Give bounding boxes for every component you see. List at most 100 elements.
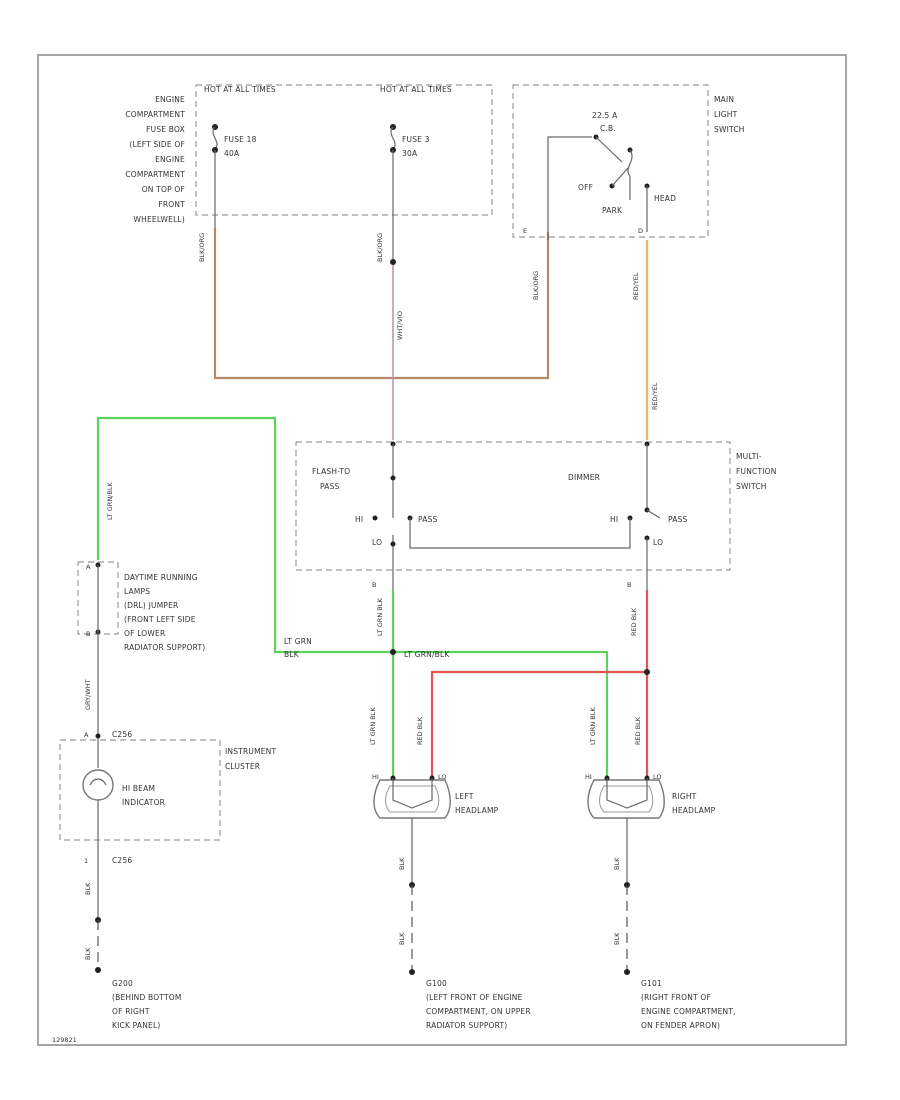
svg-text:G100: G100 [426,979,447,988]
svg-text:(DRL) JUMPER: (DRL) JUMPER [124,601,178,610]
instrument-cluster-outline [59,739,221,841]
main-light-switch-label: MAIN LIGHT SWITCH [714,95,745,134]
wire-label-violet: WHT/VIO [396,311,404,340]
red-lh-wire [430,670,647,778]
main-light-switch-outline [512,84,709,238]
left-headlamp-label: LEFT HEADLAMP [455,792,499,815]
svg-text:ENGINE: ENGINE [155,155,185,164]
svg-text:HEADLAMP: HEADLAMP [455,806,499,815]
flash-pass-label: PASS [320,482,340,491]
svg-text:RADIATOR SUPPORT): RADIATOR SUPPORT) [124,643,205,652]
green-rh-wire [393,650,609,778]
svg-text:RADIATOR SUPPORT): RADIATOR SUPPORT) [426,1021,507,1030]
pin-b2: B [627,581,631,589]
hi-beam-indicator-label: HI BEAM INDICATOR [122,784,165,807]
svg-text:CLUSTER: CLUSTER [225,762,260,771]
lo-right-label: LO [653,538,663,547]
dimmer-label: DIMMER [568,473,600,482]
svg-text:OF RIGHT: OF RIGHT [112,1007,150,1016]
pass-right-label: PASS [668,515,688,524]
instrument-cluster-label: INSTRUMENT CLUSTER [225,747,276,771]
wire-label-g200: BLK [84,947,92,960]
svg-text:COMPARTMENT: COMPARTMENT [125,170,185,179]
right-headlamp [587,775,665,819]
svg-text:FUSE 3: FUSE 3 [402,135,430,144]
svg-text:ON TOP OF: ON TOP OF [142,185,185,194]
svg-text:FRONT: FRONT [158,200,185,209]
svg-text:40A: 40A [224,149,240,158]
right-headlamp-label: RIGHT HEADLAMP [672,792,716,815]
wire-label-g-rh: BLK [613,857,621,870]
svg-text:30A: 30A [402,149,418,158]
drl-jumper-label: DAYTIME RUNNING LAMPS (DRL) JUMPER (FRON… [124,573,205,652]
blk-label: BLK [284,650,300,659]
drl-pin-b: B [86,630,90,638]
fuse-18: FUSE 18 40A [212,124,257,228]
svg-text:INSTRUMENT: INSTRUMENT [225,747,276,756]
c256-top-pin: A [84,731,89,739]
pin-d: D [638,227,643,235]
flash-to-pass-label: FLASH-TO [312,467,350,476]
svg-text:ENGINE: ENGINE [155,95,185,104]
wire-label-orange: RED/YEL [651,382,659,410]
wire-label-g-rh2: BLK [613,932,621,945]
wire-label-g-lh: BLK [398,857,406,870]
svg-text:MULTI-: MULTI- [736,452,762,461]
ground-g101-label: G101 (RIGHT FRONT OF ENGINE COMPARTMENT,… [641,979,736,1030]
hot-at-all-times-label-2: HOT AT ALL TIMES [380,85,452,94]
svg-text:DAYTIME RUNNING: DAYTIME RUNNING [124,573,198,582]
svg-text:OF LOWER: OF LOWER [124,629,165,638]
svg-text:INDICATOR: INDICATOR [122,798,165,807]
svg-text:FUNCTION: FUNCTION [736,467,777,476]
brown-wire [213,228,550,380]
pin-lo-lh: LO [438,773,447,781]
switch-park-label: PARK [602,206,623,215]
left-headlamp [373,775,451,819]
svg-text:LIGHT: LIGHT [714,110,738,119]
hi-left-label: HI [355,515,363,524]
ground-g100-label: G100 (LEFT FRONT OF ENGINE COMPARTMENT, … [426,979,531,1030]
svg-text:FUSE BOX: FUSE BOX [146,125,185,134]
svg-text:SWITCH: SWITCH [714,125,745,134]
pin-hi-rh: HI [585,773,592,781]
pin-lo-rh: LO [653,773,662,781]
drl-pin-a: A [86,563,91,571]
svg-text:RIGHT: RIGHT [672,792,697,801]
svg-text:(RIGHT FRONT OF: (RIGHT FRONT OF [641,993,711,1002]
hi-beam-indicator-bulb [82,769,114,801]
wire-label-g-lh2: BLK [398,932,406,945]
svg-text:SWITCH: SWITCH [736,482,767,491]
pin-b1: B [372,581,376,589]
wire-label-mf-left: LT GRN BLK [376,598,384,636]
switch-off-label: OFF [578,183,593,192]
pin-hi-lh: HI [372,773,379,781]
svg-text:G101: G101 [641,979,662,988]
wire-label-fuse3: BLK/ORG [376,233,384,262]
svg-text:FUSE 18: FUSE 18 [224,135,257,144]
lt-grn-blk-splice-label: LT GRN/BLK [404,650,450,659]
wire-label-fuse18: BLK/ORG [198,233,206,262]
svg-text:(FRONT LEFT SIDE: (FRONT LEFT SIDE [124,615,196,624]
svg-text:MAIN: MAIN [714,95,734,104]
c256-bottom-pin: 1 [84,857,88,865]
fuse-box-label: ENGINE COMPARTMENT FUSE BOX (LEFT SIDE O… [125,95,185,224]
hi-right-label: HI [610,515,618,524]
wire-label-lh-red: RED BLK [416,716,424,745]
wire-label-drl-vert: LT GRN/BLK [106,482,114,520]
svg-text:HI BEAM: HI BEAM [122,784,155,793]
svg-text:LAMPS: LAMPS [124,587,150,596]
svg-text:G200: G200 [112,979,133,988]
wire-label-rh-red: RED BLK [634,716,642,745]
wire-label-ind-top: GRY/WHT [84,679,92,710]
footer-code: 129821 [52,1036,77,1044]
multi-function-switch-label: MULTI- FUNCTION SWITCH [736,452,777,491]
lo-left-label: LO [372,538,382,547]
svg-text:(BEHIND BOTTOM: (BEHIND BOTTOM [112,993,182,1002]
svg-text:HEADLAMP: HEADLAMP [672,806,716,815]
c256-bottom-label: C256 [112,856,132,865]
wire-label-rh-green: LT GRN BLK [589,707,597,745]
hot-at-all-times-label-1: HOT AT ALL TIMES [204,85,276,94]
c256-top-label: C256 [112,730,132,739]
cb-label: C.B. [600,124,616,133]
